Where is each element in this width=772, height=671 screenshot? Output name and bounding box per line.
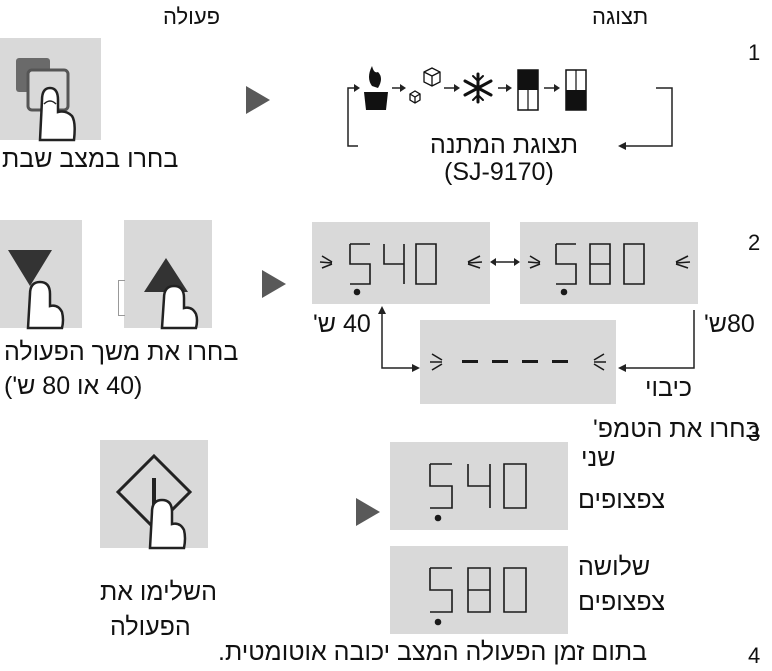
beep2-line2: צפצופים bbox=[578, 486, 666, 514]
step2-action-label-2: (40 או 80 ש') bbox=[4, 372, 143, 400]
step-number-4: 4 bbox=[748, 643, 761, 668]
up-button-panel[interactable] bbox=[124, 220, 212, 330]
lcd-digits bbox=[527, 243, 691, 296]
step1-action-label: בחרו במצב שבת bbox=[2, 145, 179, 173]
step1-mode-cycle bbox=[347, 66, 673, 150]
finger-icon bbox=[26, 280, 65, 330]
start-button-panel[interactable] bbox=[100, 440, 208, 550]
lcd-dashes bbox=[462, 360, 568, 363]
label-80-hours: 80ש' bbox=[704, 310, 755, 338]
half-bar-icon bbox=[517, 69, 539, 111]
label-40-hours: 40 ש' bbox=[313, 310, 371, 338]
up-arrow-button-icon bbox=[144, 258, 199, 330]
step2-arrow-icon bbox=[262, 270, 286, 298]
step-number-3: 3 bbox=[748, 421, 761, 446]
step3-action-label-1: השלימו את bbox=[100, 578, 217, 606]
finger-icon bbox=[148, 498, 187, 550]
step2-action-label-1: בחרו את משך הפעולה bbox=[4, 338, 239, 366]
power-diamond-icon bbox=[115, 453, 193, 550]
header-display: תצוגה bbox=[592, 4, 649, 29]
finger-icon bbox=[160, 284, 199, 330]
flame-icon bbox=[364, 66, 388, 110]
down-arrow-button-icon bbox=[8, 250, 65, 330]
lcd-digits bbox=[319, 243, 483, 296]
lcd-temp-top bbox=[390, 442, 568, 530]
step2-connectors bbox=[378, 306, 695, 372]
step1-display-caption: תצוגת המתנה bbox=[430, 131, 579, 159]
lcd-display-off bbox=[420, 320, 616, 404]
step4-text: בתום זמן הפעולה המצב יכובה אוטומטית. bbox=[218, 638, 648, 666]
low-bar-icon bbox=[565, 69, 587, 111]
lcd-display-40 bbox=[312, 222, 490, 304]
step-number-1: 1 bbox=[748, 40, 761, 65]
snowflake-icon bbox=[463, 72, 493, 104]
down-button-panel[interactable] bbox=[0, 220, 82, 330]
beep2-line1: שני bbox=[581, 444, 616, 472]
toggle-arrows-icon bbox=[490, 258, 520, 266]
step3-arrow-icon bbox=[356, 498, 380, 526]
beep3-line2: צפצופים bbox=[578, 588, 666, 616]
step1-arrow-icon bbox=[246, 86, 270, 114]
step1-model: (SJ-9170) bbox=[444, 158, 554, 186]
sabbath-button-panel[interactable] bbox=[0, 38, 101, 142]
lcd-display-80 bbox=[520, 222, 698, 304]
header-action: פעולה bbox=[163, 4, 221, 29]
step3-title: בחרו את הטמפ' bbox=[593, 415, 761, 443]
lcd-temp-bottom bbox=[390, 546, 568, 634]
step-number-2: 2 bbox=[748, 230, 761, 255]
label-off: כיבוי bbox=[645, 374, 693, 402]
beep3-line1: שלושה bbox=[578, 553, 651, 581]
ice-cubes-icon bbox=[409, 67, 441, 104]
sabbath-icon bbox=[16, 58, 76, 142]
step3-action-label-2: הפעולה bbox=[110, 613, 191, 641]
